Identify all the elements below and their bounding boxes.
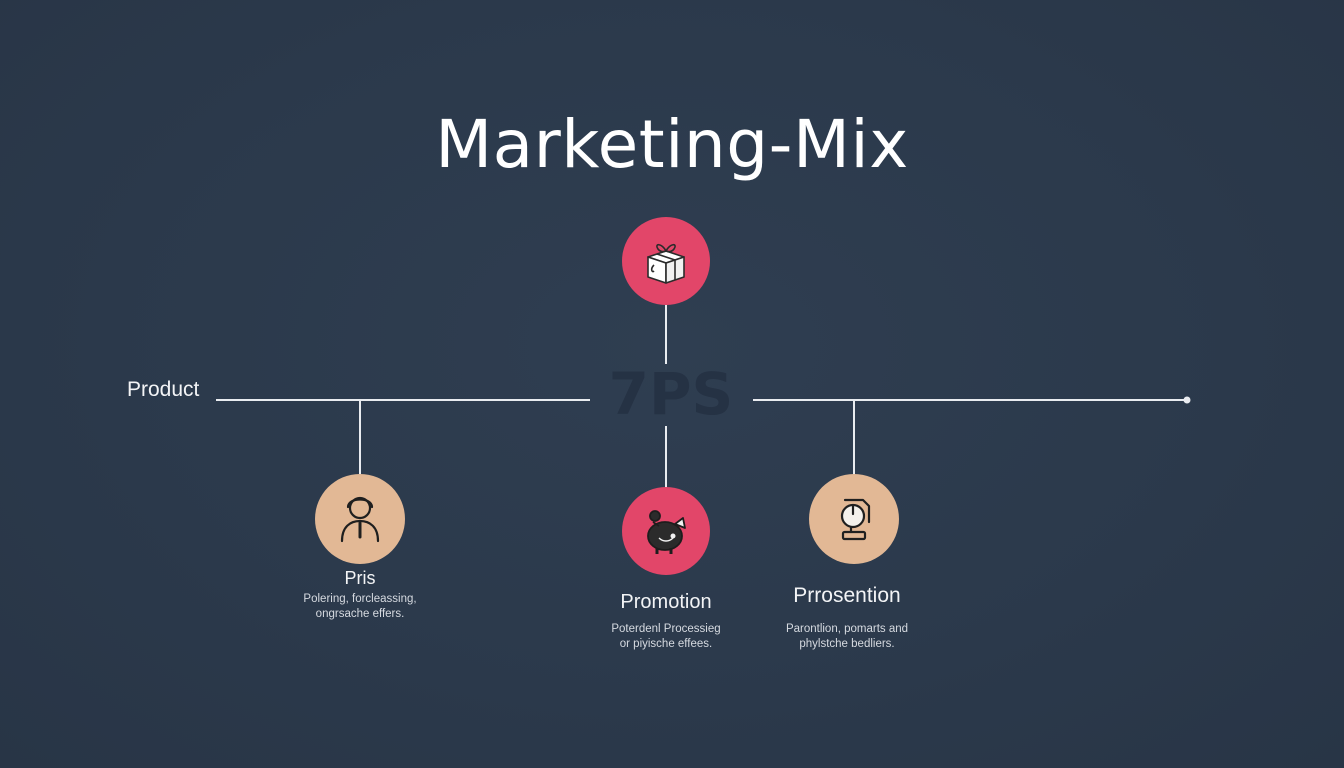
node-right bbox=[809, 474, 899, 564]
node-mid-desc-line: or piyische effees. bbox=[619, 638, 713, 650]
node-top bbox=[622, 217, 710, 305]
person-tie-icon bbox=[340, 496, 380, 543]
node-left bbox=[315, 474, 405, 564]
axis-label-product: Product bbox=[127, 378, 200, 401]
node-right-label: Prrosention bbox=[793, 584, 901, 607]
gift-box-icon bbox=[647, 243, 685, 284]
node-mid-desc-line: Poterdenl Processieg bbox=[611, 623, 721, 635]
line-end-dot bbox=[1183, 396, 1191, 404]
node-left-description: Polering, forcleassing, ongrsache effers… bbox=[270, 592, 450, 622]
node-mid-label: Promotion bbox=[620, 591, 712, 613]
node-mid bbox=[622, 487, 710, 575]
node-left-desc-line: ongrsache effers. bbox=[315, 608, 405, 620]
node-right-desc-line: phylstche bedliers. bbox=[799, 638, 895, 650]
node-mid-description: Poterdenl Processieg or piyische effees. bbox=[576, 622, 756, 652]
node-left-label: Pris bbox=[344, 568, 376, 588]
piggy-bank-icon bbox=[647, 510, 686, 554]
node-right-description: Parontlion, pomarts and phylstche bedlie… bbox=[764, 622, 930, 652]
center-label: 7PS bbox=[608, 360, 734, 428]
node-left-desc-line: Polering, forcleassing, bbox=[303, 593, 417, 605]
power-device-icon bbox=[840, 498, 871, 541]
diagram-title: Marketing-Mix bbox=[435, 106, 909, 183]
node-right-desc-line: Parontlion, pomarts and bbox=[785, 623, 909, 635]
